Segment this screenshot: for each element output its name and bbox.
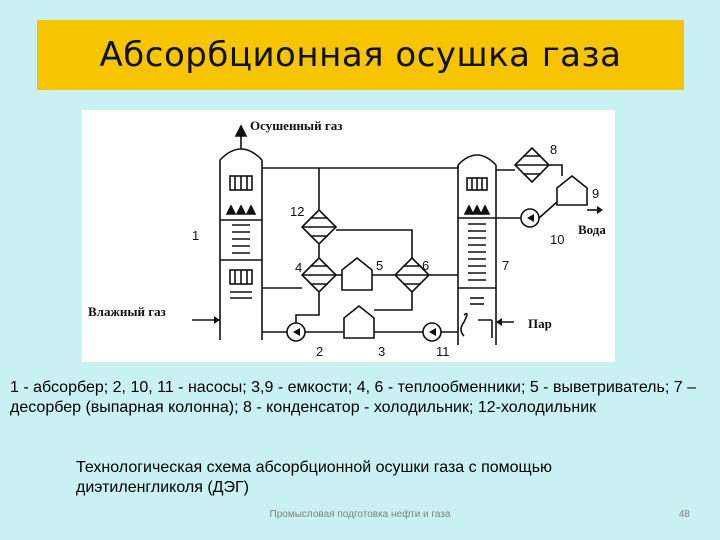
label-dry-gas: Осушенный газ <box>250 118 342 133</box>
label-4: 4 <box>295 260 302 275</box>
page-number: 48 <box>678 509 690 520</box>
tank-9 <box>556 174 588 206</box>
tank-3 <box>343 304 375 339</box>
label-1: 1 <box>192 228 199 243</box>
label-10: 10 <box>550 232 564 247</box>
figure-caption: Технологическая схема абсорбционной осуш… <box>76 459 553 496</box>
label-3: 3 <box>378 344 385 359</box>
title-bar: Абсорбционная осушка газа <box>37 20 684 90</box>
label-steam: Пар <box>528 316 552 331</box>
cooler-12 <box>300 208 338 246</box>
condenser-8 <box>513 146 551 184</box>
desorber-column <box>457 154 497 345</box>
slide-title: Абсорбционная осушка газа <box>99 35 622 75</box>
label-11: 11 <box>436 344 450 359</box>
legend-text: 1 - абсорбер; 2, 10, 11 - насосы; 3,9 - … <box>10 379 696 416</box>
process-diagram: Осушенный газ Влажный газ Вода Пар 1 2 3… <box>82 110 615 362</box>
label-6: 6 <box>422 258 429 273</box>
label-5: 5 <box>376 258 383 273</box>
separator-5 <box>341 256 373 291</box>
footer-text: Промысловая подготовка нефти и газа <box>269 509 451 520</box>
label-wet-gas: Влажный газ <box>88 304 166 319</box>
label-8: 8 <box>550 142 557 157</box>
absorber-column <box>219 124 263 340</box>
label-7: 7 <box>502 258 509 273</box>
process-diagram-svg: Осушенный газ Влажный газ Вода Пар 1 2 3… <box>88 118 606 359</box>
label-9: 9 <box>592 186 599 201</box>
label-12: 12 <box>290 204 304 219</box>
label-water: Вода <box>578 222 606 237</box>
label-2: 2 <box>316 344 323 359</box>
heat-exchanger-4 <box>300 256 338 294</box>
